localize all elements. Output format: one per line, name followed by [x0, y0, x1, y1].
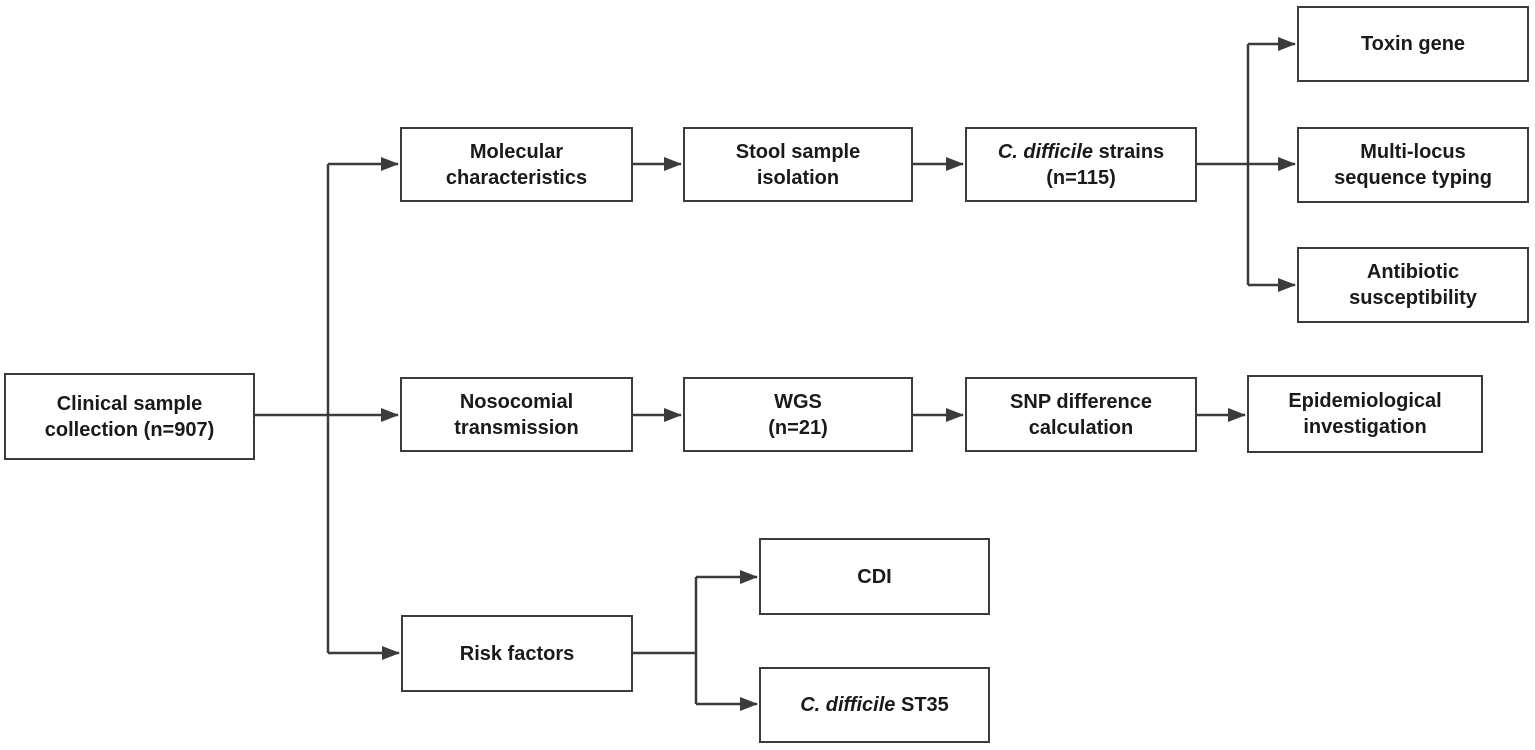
node-label-line: Nosocomial — [459, 390, 574, 413]
species-name: C. difficile — [800, 694, 896, 716]
node-label-line: investigation — [1303, 416, 1427, 438]
species-name: C. difficile — [997, 140, 1094, 163]
node-label-line: sequence typing — [1334, 167, 1492, 189]
node-label-line: Clinical sample — [56, 392, 203, 415]
node-molecular-characteristics: Molecular characteristics — [400, 127, 633, 202]
node-epidemiological-investigation: Epidemiological investigation — [1247, 375, 1483, 453]
node-label-line: (n=115) — [1046, 166, 1116, 189]
node-cdi: CDI — [759, 538, 990, 615]
node-c-difficile-st35: C. difficile ST35 — [759, 667, 990, 743]
node-label-line: WGS — [774, 390, 822, 413]
node-label-line: Multi-locus — [1360, 141, 1466, 163]
node-label-line: isolation — [756, 166, 840, 189]
node-nosocomial-transmission: Nosocomial transmission — [400, 377, 633, 452]
node-clinical-sample-collection: Clinical sample collection (n=907) — [4, 373, 255, 460]
node-multi-locus-sequence-typing: Multi-locus sequence typing — [1297, 127, 1529, 203]
node-toxin-gene: Toxin gene — [1297, 6, 1529, 82]
node-antibiotic-susceptibility: Antibiotic susceptibility — [1297, 247, 1529, 323]
node-label-line: Molecular — [469, 140, 564, 163]
node-label-line: C. difficile strains — [998, 139, 1164, 165]
node-label-rest: ST35 — [895, 694, 949, 716]
node-label-line: CDI — [857, 565, 892, 588]
node-c-difficile-strains: C. difficile strains (n=115) — [965, 127, 1197, 202]
node-label-line: Antibiotic — [1366, 261, 1460, 283]
node-label-line: C. difficile ST35 — [800, 692, 949, 718]
node-label-line: Toxin gene — [1360, 33, 1466, 55]
node-label-rest: strains — [1093, 140, 1165, 163]
node-wgs: WGS (n=21) — [683, 377, 913, 452]
node-stool-sample-isolation: Stool sample isolation — [683, 127, 913, 202]
node-snp-difference-calculation: SNP difference calculation — [965, 377, 1197, 452]
node-label-line: calculation — [1028, 416, 1134, 439]
node-label-line: (n=21) — [768, 416, 828, 439]
node-label-line: characteristics — [445, 166, 588, 189]
node-label-line: transmission — [454, 416, 579, 439]
node-label-line: Epidemiological — [1288, 390, 1442, 412]
node-label-line: susceptibility — [1349, 287, 1477, 309]
node-label-line: SNP difference — [1010, 390, 1152, 413]
node-label-line: Stool sample — [735, 140, 861, 163]
node-label-line: collection (n=907) — [44, 418, 215, 441]
node-label-line: Risk factors — [459, 642, 575, 665]
node-risk-factors: Risk factors — [401, 615, 633, 692]
